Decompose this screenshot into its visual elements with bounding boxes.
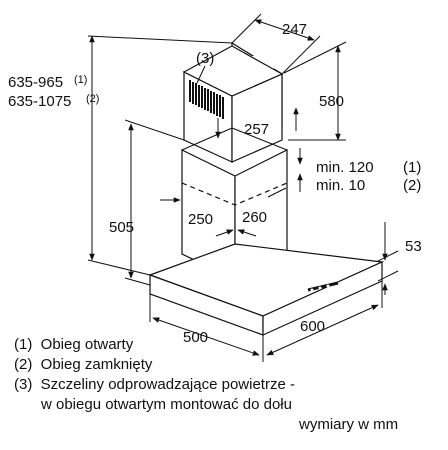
legend-item-3: (3) Szczeliny odprowadzające powietrze - bbox=[14, 376, 295, 393]
dim-600-label: 600 bbox=[300, 318, 325, 335]
dim-53-label: 53 bbox=[405, 238, 422, 255]
dimension-labels: 247 (3) 580 257 635-965 (1) 635-1075 (2)… bbox=[8, 21, 422, 346]
dim-580-label: 580 bbox=[319, 93, 344, 110]
legend-item-1: (1) Obieg otwarty bbox=[14, 336, 134, 353]
control-panel-icon bbox=[307, 281, 339, 292]
height-closed-label: 635-1075 bbox=[8, 93, 71, 110]
min120-label: min. 120 bbox=[316, 159, 374, 176]
dim-500-label: 500 bbox=[183, 329, 208, 346]
legend-item-3-cont: w obiegu otwartym montować do dołu bbox=[40, 396, 292, 413]
overlap-dashed-line bbox=[181, 182, 288, 206]
vent-slots-left-icon bbox=[189, 80, 224, 119]
dim-260-label: 260 bbox=[242, 209, 267, 226]
units-note: wymiary w mm bbox=[298, 416, 398, 433]
min10-label: min. 10 bbox=[316, 177, 365, 194]
dim-505-label: 505 bbox=[109, 219, 134, 236]
dim-250-label: 250 bbox=[188, 211, 213, 228]
legend: (1) Obieg otwarty (2) Obieg zamknięty (3… bbox=[14, 336, 398, 433]
hood-drawing bbox=[148, 41, 385, 336]
dim-247-label: 247 bbox=[282, 21, 307, 38]
height-open-label: 635-965 bbox=[8, 74, 63, 91]
legend-item-2: (2) Obieg zamknięty bbox=[14, 356, 153, 373]
height-closed-note: (2) bbox=[86, 93, 99, 105]
height-open-note: (1) bbox=[74, 74, 87, 86]
dimension-lines bbox=[87, 13, 399, 362]
dim-257-label: 257 bbox=[244, 121, 269, 138]
dim-3-label: (3) bbox=[196, 50, 214, 67]
min10-note: (2) bbox=[403, 177, 421, 194]
min120-note: (1) bbox=[403, 159, 421, 176]
